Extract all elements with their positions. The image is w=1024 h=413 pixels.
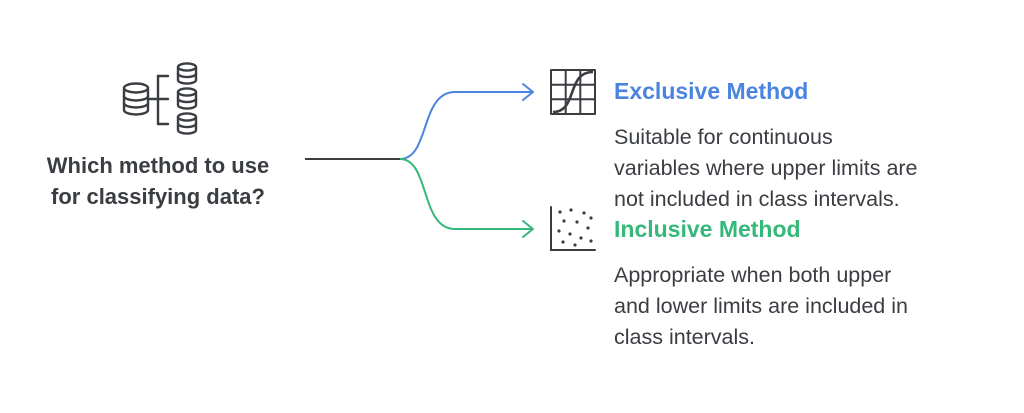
scatter-plot-icon [550,206,596,251]
exclusive-arrowhead [522,83,534,101]
question-line: Which method to use [46,153,270,178]
question-line: for classifying data? [51,184,265,209]
question-text: Which method to use for classifying data… [18,150,298,212]
inclusive-arrowhead [522,220,534,238]
description-line: not included in class intervals. [614,187,900,211]
exclusive-branch-line [399,91,532,160]
grid-curve-chart-icon [550,69,596,115]
exclusive-method-title: Exclusive Method [614,78,809,104]
database-hierarchy-icon [122,62,198,135]
exclusive-method-description: Suitable for continuous variables where … [614,122,1014,215]
description-line: Appropriate when both upper [614,263,892,287]
inclusive-method-title: Inclusive Method [614,216,801,242]
description-line: Suitable for continuous [614,125,833,149]
inclusive-method-description: Appropriate when both upper and lower li… [614,260,1014,353]
inclusive-branch-line [399,158,532,230]
description-line: class intervals. [614,325,755,349]
description-line: variables where upper limits are [614,156,918,180]
description-line: and lower limits are included in [614,294,908,318]
